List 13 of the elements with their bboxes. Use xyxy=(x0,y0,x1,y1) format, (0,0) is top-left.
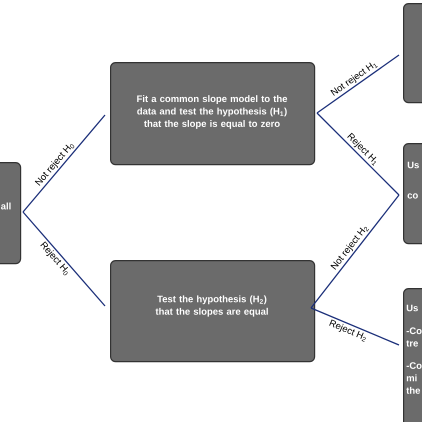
connector-line xyxy=(22,212,106,306)
connector-line xyxy=(316,112,400,196)
process-box: Us co xyxy=(403,143,422,244)
connector-line xyxy=(22,114,106,212)
process-box: Test the hypothesis (H$_{2}$) that the slopes are equal xyxy=(110,260,316,362)
process-box: Fit a common slope model to the data and test the hypothesis (H$_{1}$) that the slope is equal to zero xyxy=(110,62,316,166)
process-box xyxy=(403,3,422,104)
connector-line xyxy=(310,307,400,346)
process-box: all xyxy=(0,162,22,264)
connector-line xyxy=(310,194,400,308)
process-box: Us -Co tre -Co mi the xyxy=(403,288,422,422)
edge-label: Reject H$_{2}$ xyxy=(326,318,370,344)
connector-line xyxy=(316,54,400,114)
